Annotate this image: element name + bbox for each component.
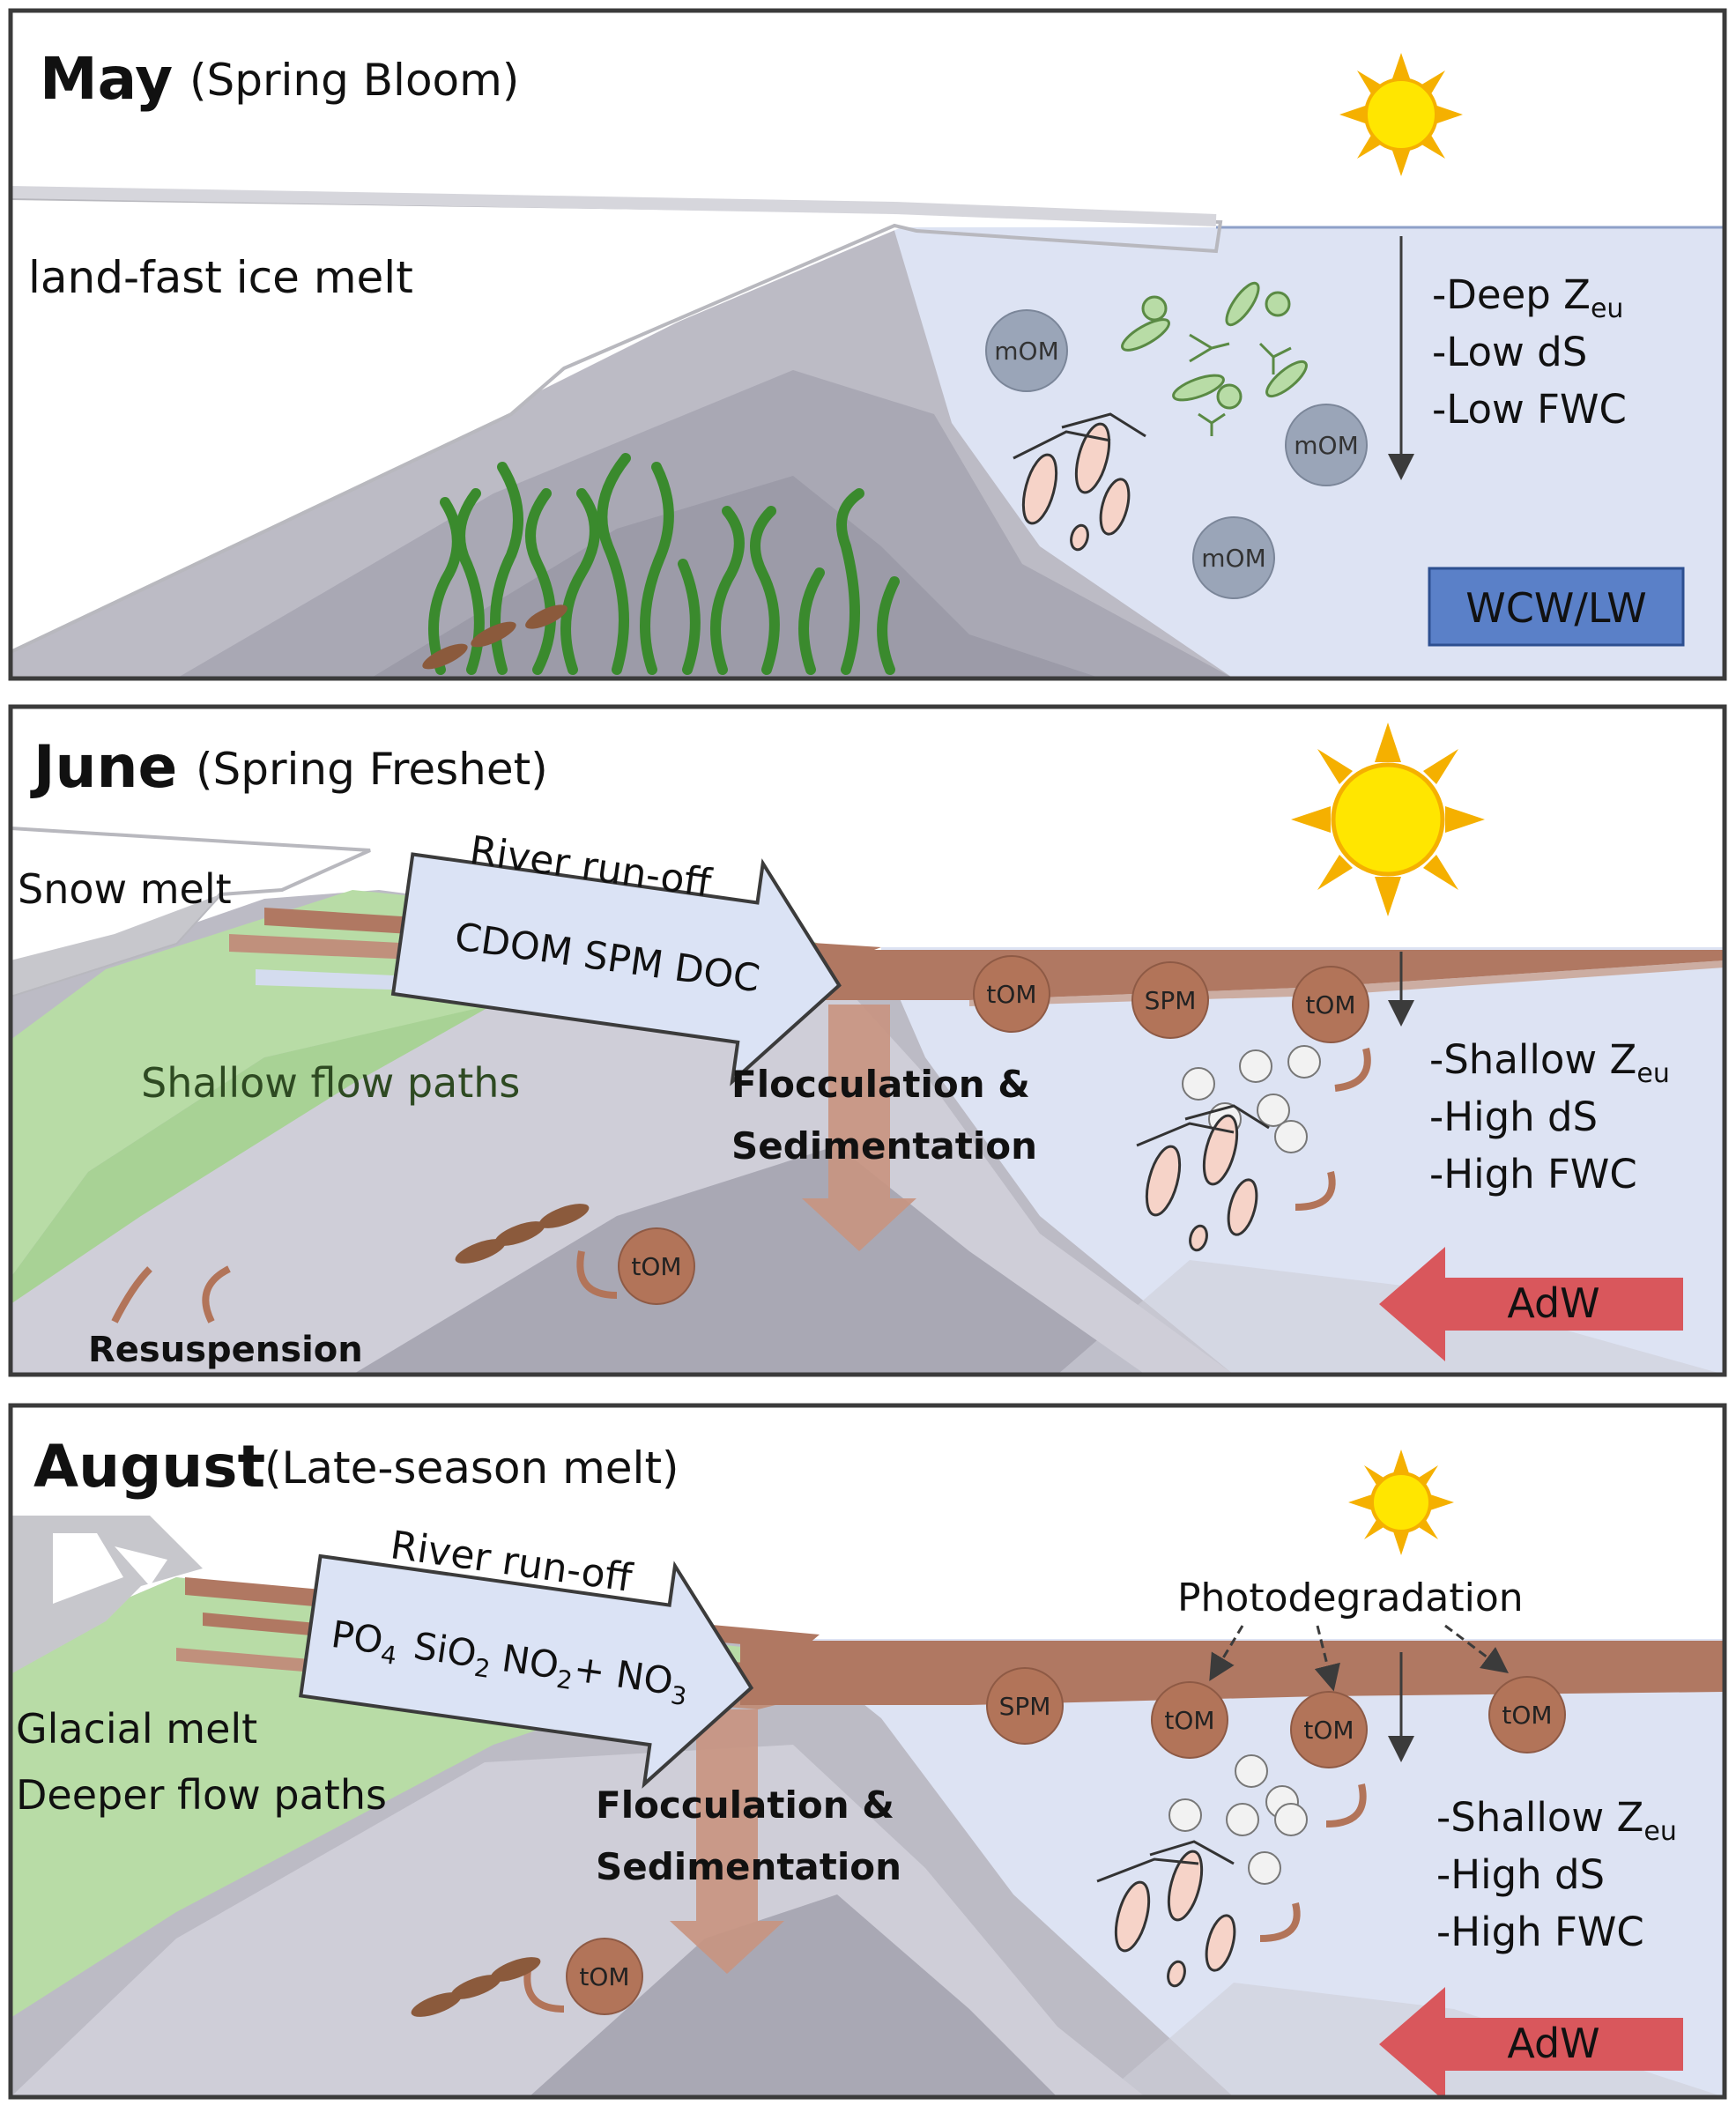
svg-text:AdW: AdW	[1507, 2020, 1599, 2067]
svg-text:tOM: tOM	[986, 980, 1036, 1009]
uptake-arrows	[111, 1048, 1371, 1323]
particle-spm: SPM	[1131, 961, 1209, 1039]
flocs	[1182, 1045, 1321, 1153]
svg-text:mOM: mOM	[1201, 544, 1265, 573]
condition-fwc: -High FWC	[1429, 1151, 1637, 1197]
svg-text:tOM: tOM	[1164, 1706, 1214, 1735]
particle-tom: tOM	[973, 955, 1050, 1033]
vegetated-land	[11, 890, 864, 1278]
left-label: Snow melt	[18, 865, 232, 913]
panel-title: June	[30, 733, 177, 801]
sun-icon	[1291, 723, 1485, 916]
panel-title: May	[40, 45, 173, 113]
panel-title: August	[33, 1433, 265, 1501]
flocs	[1168, 1754, 1308, 1885]
svg-text:AdW: AdW	[1507, 1279, 1599, 1327]
particle-mom: mOM	[1285, 404, 1368, 486]
svg-text:tOM: tOM	[1502, 1701, 1552, 1730]
panel-frame	[8, 8, 1727, 681]
panel-subtitle: (Spring Bloom)	[189, 55, 519, 106]
particle-tom: tOM	[566, 1938, 643, 2015]
svg-text:mOM: mOM	[994, 337, 1058, 366]
particle-spm: SPM	[986, 1667, 1064, 1745]
svg-text:tOM: tOM	[631, 1252, 681, 1281]
panel-june: CDOM SPM DOC River run-off tOM	[11, 707, 1725, 1375]
flocculation-label: Flocculation &	[731, 1063, 1030, 1106]
svg-text:WCW/LW: WCW/LW	[1465, 584, 1646, 632]
macroalgae-detritus	[455, 1204, 590, 1264]
condition-ds: -High dS	[1429, 1094, 1598, 1140]
left-label: land-fast ice melt	[28, 252, 413, 303]
left-label: Glacial melt	[16, 1705, 257, 1753]
condition-zeu: -Shallow Zeu	[1429, 1036, 1670, 1089]
runoff-arrow: CDOM SPM DOC	[390, 852, 842, 1086]
macroalgae-detritus	[422, 604, 568, 670]
particle-mom: mOM	[985, 309, 1068, 392]
resuspension-label: Resuspension	[88, 1330, 363, 1370]
panel-subtitle: (Late-season melt)	[264, 1442, 679, 1494]
flow-label: Shallow flow paths	[141, 1059, 520, 1107]
particle-tom: tOM	[1292, 966, 1369, 1043]
adw-arrow: AdW	[1379, 1247, 1683, 1361]
svg-text:SPM: SPM	[1145, 986, 1197, 1015]
sedimentation-label: Sedimentation	[731, 1124, 1037, 1168]
condition-ds: -High dS	[1436, 1851, 1605, 1898]
panel-frame	[8, 704, 1727, 1377]
sedimentation-arrow	[670, 1709, 784, 1974]
flocculation-label: Flocculation &	[596, 1783, 894, 1827]
zooplankton	[1136, 1104, 1270, 1252]
macroalgae-detritus	[411, 1957, 541, 2017]
sun-icon	[1339, 53, 1463, 176]
condition-ds: -Low dS	[1432, 329, 1587, 375]
sedimentation-arrow	[802, 1005, 916, 1251]
condition-fwc: -Low FWC	[1432, 386, 1627, 433]
svg-text:SPM: SPM	[999, 1692, 1051, 1721]
condition-zeu: -Deep Zeu	[1432, 271, 1623, 324]
water-mass-box: WCW/LW	[1428, 567, 1685, 647]
sun-icon	[1348, 1449, 1454, 1555]
particle-tom: tOM	[1151, 1681, 1228, 1759]
adw-arrow: AdW	[1379, 1987, 1683, 2097]
svg-text:tOM: tOM	[1305, 990, 1355, 1019]
zooplankton	[1013, 412, 1146, 552]
phytoplankton	[1121, 281, 1308, 436]
photodegradation-label: Photodegradation	[1177, 1575, 1524, 1620]
particle-tom: tOM	[1488, 1676, 1566, 1753]
condition-zeu: -Shallow Zeu	[1436, 1794, 1677, 1847]
particle-tom: tOM	[618, 1227, 695, 1305]
panel-frame	[8, 1403, 1727, 2100]
particle-mom: SPM mOM	[1192, 516, 1275, 599]
zooplankton	[1096, 1840, 1236, 1988]
sedimentation-label: Sedimentation	[596, 1845, 901, 1888]
panel-may: mOM mOM SPM mOM May (Spring Bloom) land-…	[11, 11, 1725, 678]
svg-text:tOM: tOM	[579, 1962, 629, 1991]
svg-text:tOM: tOM	[1303, 1716, 1354, 1745]
svg-text:mOM: mOM	[1294, 431, 1358, 460]
left-label: Deeper flow paths	[16, 1771, 387, 1819]
condition-fwc: -High FWC	[1436, 1909, 1644, 1955]
particle-tom: tOM	[1290, 1691, 1368, 1768]
panel-subtitle: (Spring Freshet)	[196, 744, 548, 795]
photodegradation-arrows	[1209, 1624, 1509, 1692]
